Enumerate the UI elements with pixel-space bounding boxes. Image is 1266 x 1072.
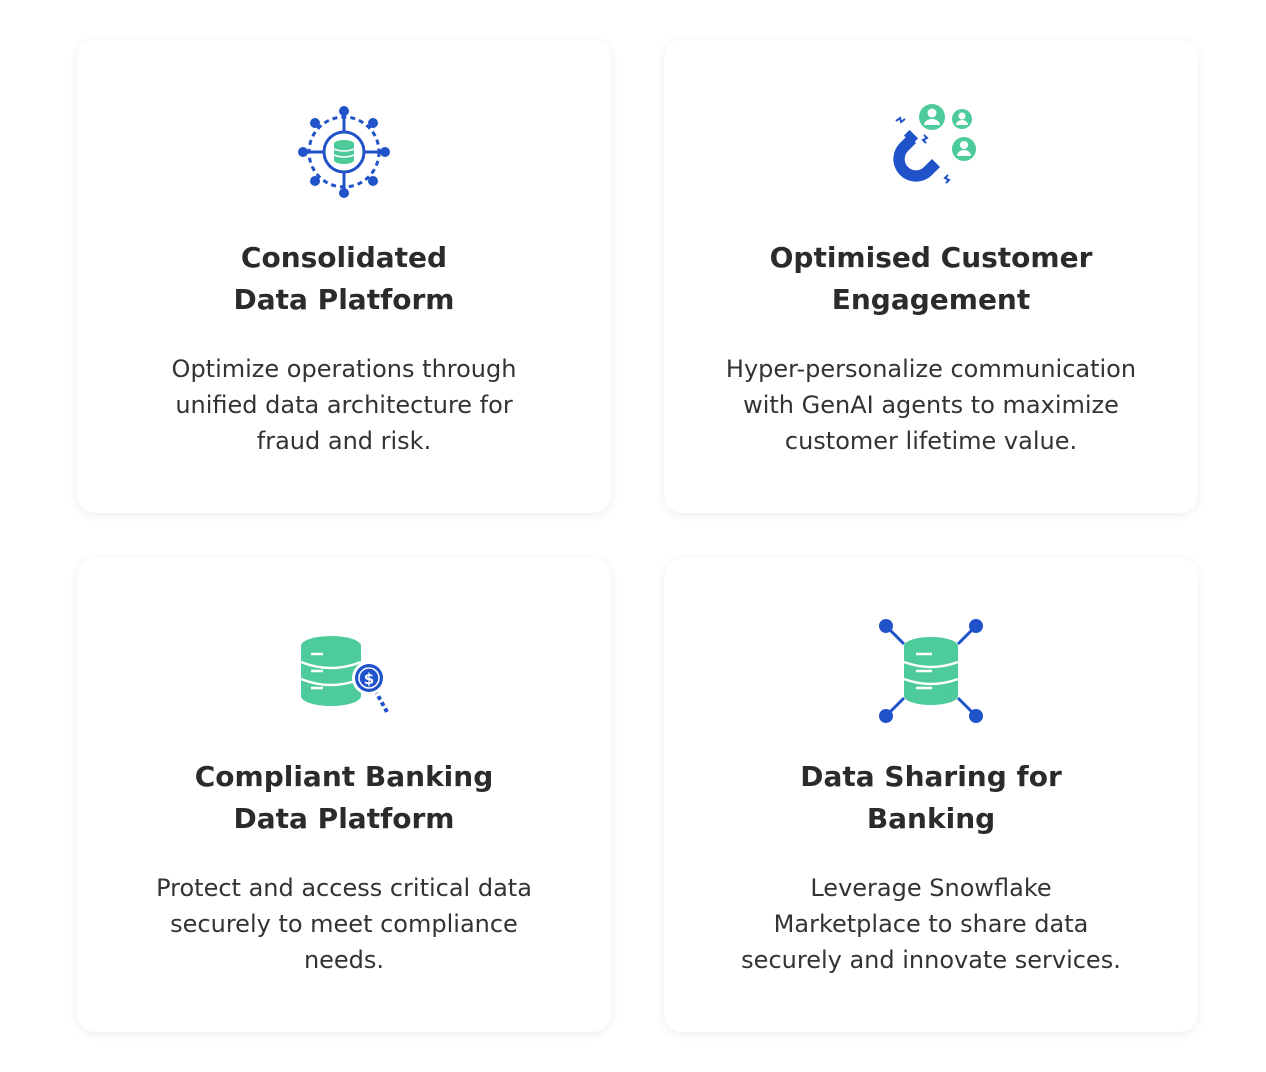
card-title-line: Data Sharing for [800,760,1062,793]
feature-card-consolidated-data-platform: Consolidated Data Platform Optimize oper… [77,39,611,513]
card-description-line: Marketplace to share data [773,910,1089,938]
card-description-line: unified data architecture for [175,391,513,419]
svg-text:$: $ [364,670,374,688]
feature-card-data-sharing-for-banking: Data Sharing for Banking Leverage Snowfl… [664,558,1198,1032]
card-description-line: Optimize operations through [171,355,517,383]
card-description: Protect and access critical data securel… [107,870,581,978]
database-search-dollar-icon: $ [289,616,399,726]
card-description-line: with GenAI agents to maximize [743,391,1119,419]
card-title: Consolidated Data Platform [117,237,571,321]
magnet-customers-icon [876,97,986,207]
card-description: Hyper-personalize communication with Gen… [694,351,1168,459]
card-description-line: Leverage Snowflake [810,874,1052,902]
database-sharing-icon [876,616,986,726]
card-description-line: securely to meet compliance [170,910,518,938]
card-description-line: Hyper-personalize communication [725,355,1137,383]
card-title: Data Sharing for Banking [704,756,1158,840]
card-description-line: Protect and access critical data [156,874,532,902]
card-title-line: Consolidated [240,241,448,274]
card-title-line: Banking [866,802,996,835]
card-title-line: Data Platform [233,283,455,316]
card-description-line: needs. [303,946,385,974]
card-title-line: Data Platform [233,802,455,835]
network-database-icon [289,97,399,207]
card-description-line: customer lifetime value. [784,427,1078,455]
card-description: Leverage Snowflake Marketplace to share … [694,870,1168,978]
card-title-line: Compliant Banking [194,760,494,793]
feature-card-compliant-banking-data-platform: $ Compliant Banking Data Platform Protec… [77,558,611,1032]
feature-card-optimised-customer-engagement: Optimised Customer Engagement Hyper-pers… [664,39,1198,513]
card-description-line: securely and innovate services. [741,946,1121,974]
card-title-line: Optimised Customer [769,241,1093,274]
card-title-line: Engagement [831,283,1031,316]
card-description-line: fraud and risk. [256,427,432,455]
card-title: Optimised Customer Engagement [704,237,1158,321]
card-title: Compliant Banking Data Platform [117,756,571,840]
card-description: Optimize operations through unified data… [107,351,581,459]
